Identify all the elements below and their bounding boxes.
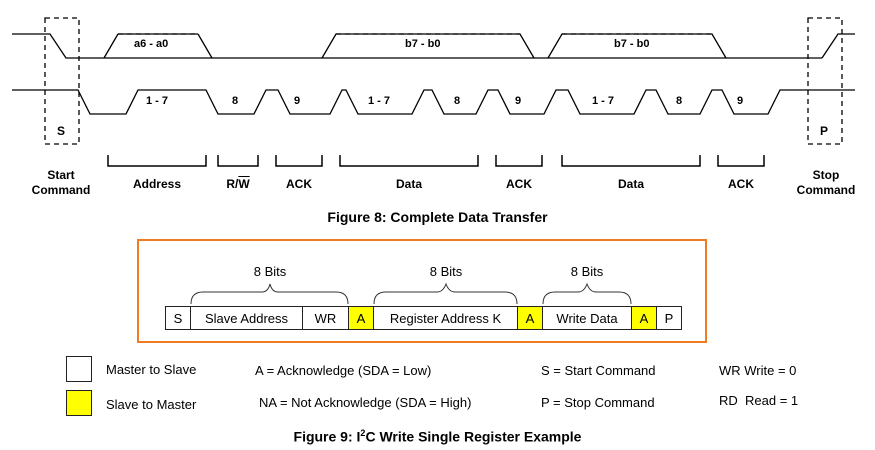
bits-label: 8 Bits [429, 264, 463, 279]
bracket-ack-3 [717, 155, 765, 167]
cell-slave-address: Slave Address [190, 306, 303, 330]
bracket-rw [217, 155, 259, 167]
start-box [44, 17, 80, 145]
legend-ack-definition: A = Acknowledge (SDA = Low) [255, 363, 432, 378]
scl-label: 8 [676, 95, 683, 107]
legend-write-definition: WR Write = 0 [719, 363, 797, 378]
cell-ack: A [517, 306, 543, 330]
sda-waveform-bus-3 [547, 33, 822, 59]
scl-label: 1 - 7 [368, 95, 391, 107]
phase-label-data: Data [395, 177, 422, 191]
bit-braces [190, 282, 632, 305]
legend-swatch-slave [66, 390, 92, 416]
bracket-data-2 [561, 155, 701, 167]
scl-label: 8 [454, 95, 461, 107]
legend-master-to-slave: Master to Slave [106, 362, 197, 377]
timing-diagram [12, 17, 855, 167]
legend-start-definition: S = Start Command [541, 363, 656, 378]
cell-start: S [165, 306, 191, 330]
legend-slave-to-master: Slave to Master [106, 397, 197, 412]
phase-label-ack: ACK [286, 177, 312, 191]
bracket-data-1 [339, 155, 479, 167]
cell-ack: A [631, 306, 657, 330]
scl-label: 8 [232, 95, 239, 107]
bracket-address [107, 155, 207, 167]
figure-9-caption: Figure 9: I2C Write Single Register Exam… [293, 428, 582, 445]
cell-ack: A [348, 306, 374, 330]
brace-slave-address [190, 283, 349, 305]
cell-write-data: Write Data [542, 306, 632, 330]
sda-label-address: a6 - a0 [134, 38, 169, 50]
legend-read-definition: RD Read = 1 [719, 393, 799, 408]
scl-label: 1 - 7 [146, 95, 169, 107]
bits-label: 8 Bits [253, 264, 287, 279]
legend-stop-definition: P = Stop Command [541, 395, 655, 410]
cell-stop: P [656, 306, 682, 330]
phase-label-data: Data [617, 177, 644, 191]
figure-8-caption: Figure 8: Complete Data Transfer [327, 209, 548, 225]
sda-waveform-end [821, 33, 855, 59]
sda-label-data-2: b7 - b0 [614, 38, 650, 50]
scl-label: 1 - 7 [592, 95, 615, 107]
start-symbol: S [57, 124, 66, 138]
bits-label: 8 Bits [570, 264, 604, 279]
stop-symbol: P [820, 124, 829, 138]
scl-label: 9 [294, 95, 301, 107]
phase-label-rw: R/W [226, 177, 250, 191]
scl-label: 9 [737, 95, 744, 107]
legend-nack-definition: NA = Not Acknowledge (SDA = High) [259, 395, 472, 410]
phase-label-ack: ACK [728, 177, 754, 191]
brace-write-data [542, 282, 632, 305]
phase-label-address: Address [132, 177, 182, 191]
sda-waveform [12, 33, 104, 59]
scl-waveform [12, 89, 855, 115]
scl-label: 9 [515, 95, 522, 107]
bracket-ack-2 [495, 155, 543, 167]
bracket-ack-1 [275, 155, 323, 167]
sda-label-data-1: b7 - b0 [405, 38, 441, 50]
legend-swatch-master [66, 356, 92, 382]
phase-label-ack: ACK [506, 177, 532, 191]
start-command-label: Start Command [31, 168, 91, 197]
brace-register-address [373, 282, 518, 305]
cell-write-bit: WR [302, 306, 349, 330]
stop-box [807, 17, 843, 145]
packet-frame [137, 239, 707, 343]
cell-register-address: Register Address K [373, 306, 518, 330]
stop-command-label: Stop Command [796, 168, 856, 197]
